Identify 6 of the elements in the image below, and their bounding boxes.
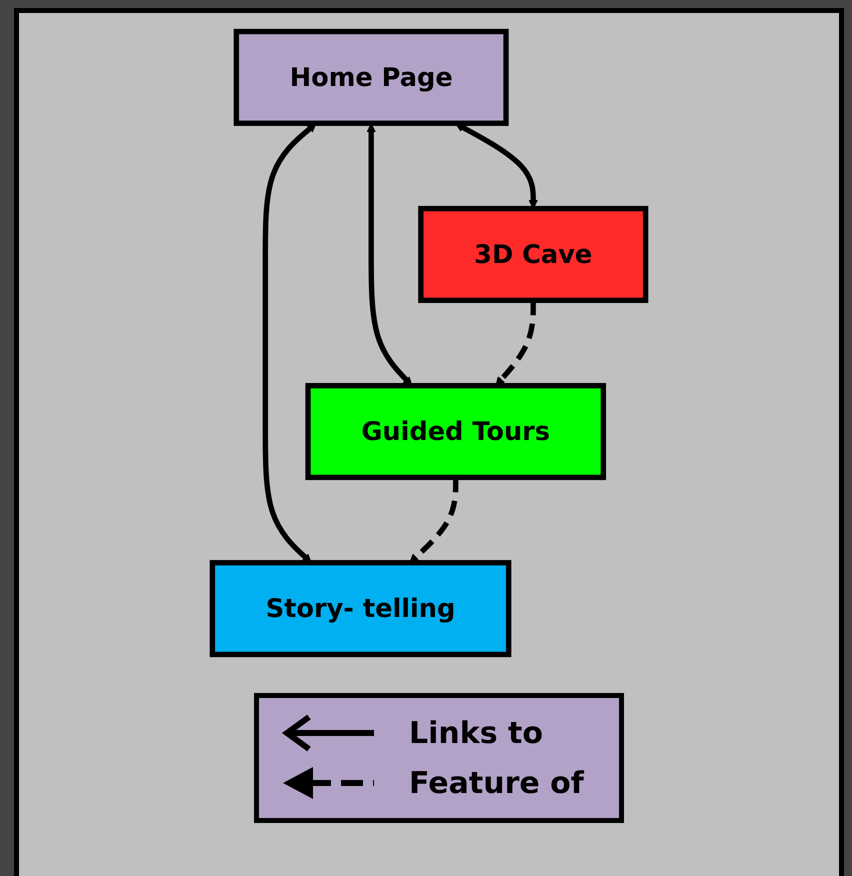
legend-text: Feature of [409, 766, 584, 800]
legend-text: Links to [409, 716, 543, 750]
node-box: Home Page [234, 28, 509, 126]
node-box: Guided Tours [305, 383, 606, 480]
node-box: 3D Cave [418, 206, 648, 303]
node-box: Story- telling [210, 560, 512, 658]
